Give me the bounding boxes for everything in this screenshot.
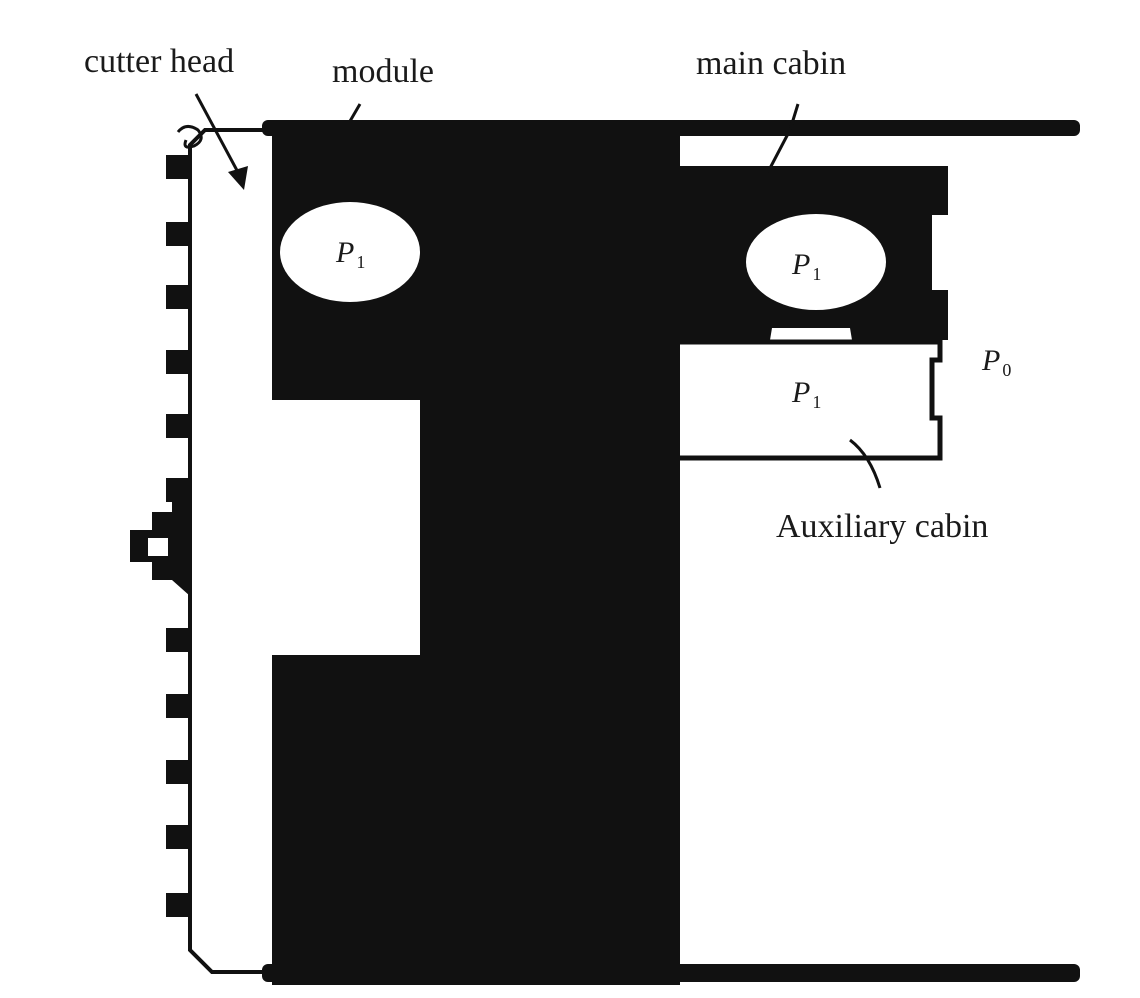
auxiliary-cabin (680, 339, 943, 461)
main-cabin-gap (680, 136, 1080, 166)
cutter-tooth (166, 285, 190, 309)
pressure-subscript: 1 (812, 264, 821, 284)
pressure-chamber-right (746, 214, 886, 310)
pressure-subscript: 1 (356, 252, 365, 272)
pressure-subscript: 0 (1002, 360, 1011, 380)
cutter-head-arrowhead (228, 166, 248, 190)
label-cutter-head: cutter head (84, 43, 234, 80)
cutter-tooth (166, 825, 190, 849)
pressure-symbol: P (335, 236, 354, 269)
module-leader (344, 103, 362, 129)
label-module: module (332, 53, 434, 90)
pressure-chamber-left (280, 202, 420, 302)
pressure-symbol: P (791, 248, 810, 281)
cutter-tooth (166, 414, 190, 438)
center-cutter-notch (148, 538, 168, 556)
auxiliary-cabin-leader (849, 438, 882, 489)
pressure-symbol: P (981, 344, 1000, 377)
cutter-tooth (166, 155, 190, 179)
pressure-subscript: 1 (812, 392, 821, 412)
cutter-tooth (166, 628, 190, 652)
cutter-head (130, 125, 272, 974)
bulkhead (272, 130, 680, 985)
label-main-cabin: main cabin (696, 45, 846, 82)
main-cabin-leader (766, 103, 800, 173)
cutter-head-arrow (194, 93, 242, 177)
cutter-head-outline (188, 128, 272, 974)
cutter-tooth (166, 350, 190, 374)
module-body (262, 120, 1080, 985)
pressure-symbol: P (791, 376, 810, 409)
cutter-tooth (166, 694, 190, 718)
cutter-tooth (166, 760, 190, 784)
cutter-head-hook (176, 125, 203, 149)
main-cabin-top-line (672, 166, 948, 172)
label-auxiliary-cabin: Auxiliary cabin (776, 508, 988, 545)
cutter-tooth (166, 893, 190, 917)
cutter-tooth (166, 222, 190, 246)
